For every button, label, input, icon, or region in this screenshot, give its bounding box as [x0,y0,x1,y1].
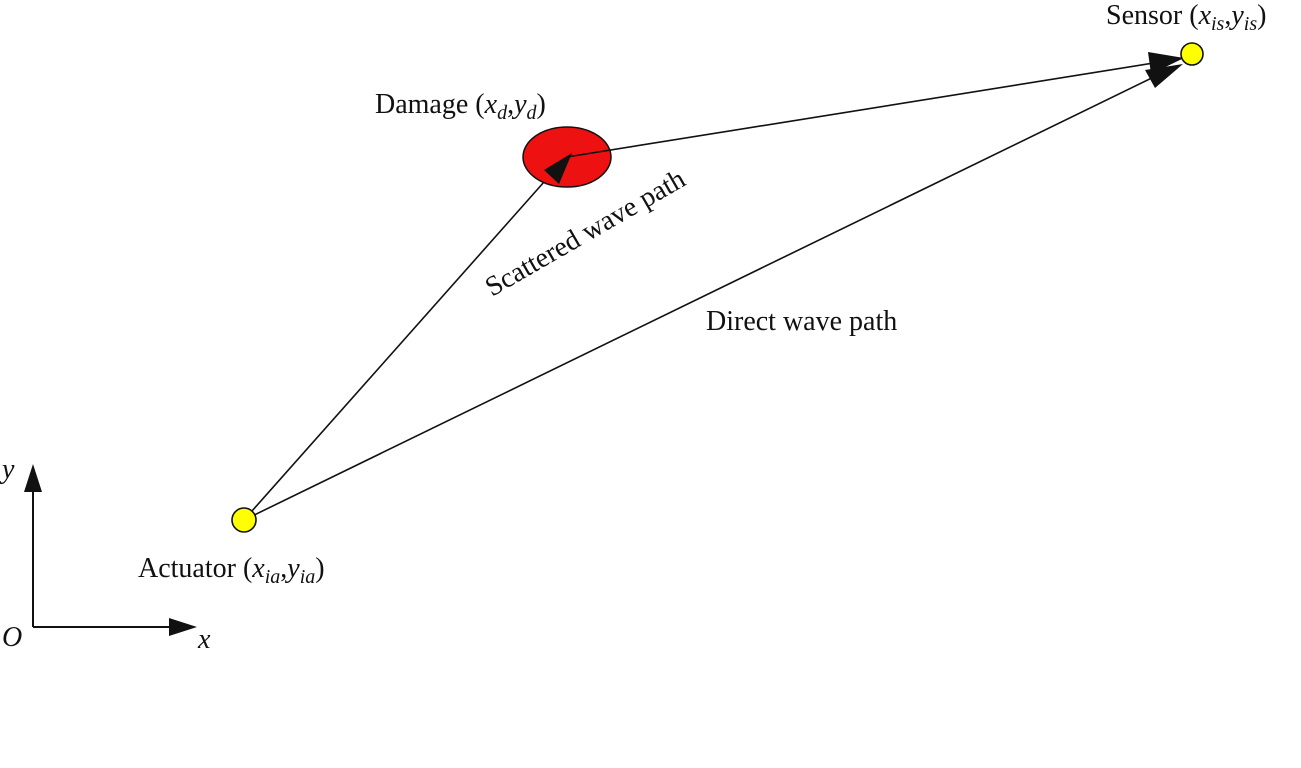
actuator-label: Actuator (xia,yia) [138,553,325,588]
sensor-label: Sensor (xis,yis) [1106,0,1266,35]
damage-label: Damage (xd,yd) [375,89,546,124]
sensor-node [1180,42,1204,66]
direct-wave-path-label: Direct wave path [706,306,897,337]
origin-label: O [2,622,22,653]
y-axis-label: y [0,454,15,485]
scattered-wave-path [243,172,553,521]
x-axis-arrowhead [169,618,197,636]
scattered-path-line-to-damage [243,172,553,521]
direct-path-line [243,73,1161,521]
scattered-path-arrowhead [544,153,572,184]
scattered-path-line-to-sensor [566,61,1161,158]
coordinate-axes: O x y [0,454,211,655]
y-axis-arrowhead [24,464,42,492]
scattered-path-to-sensor [566,52,1184,158]
x-axis-label: x [197,624,211,655]
scattered-path-sensor-arrowhead [1148,52,1184,74]
actuator-node [231,507,257,533]
direct-wave-path [243,64,1183,521]
